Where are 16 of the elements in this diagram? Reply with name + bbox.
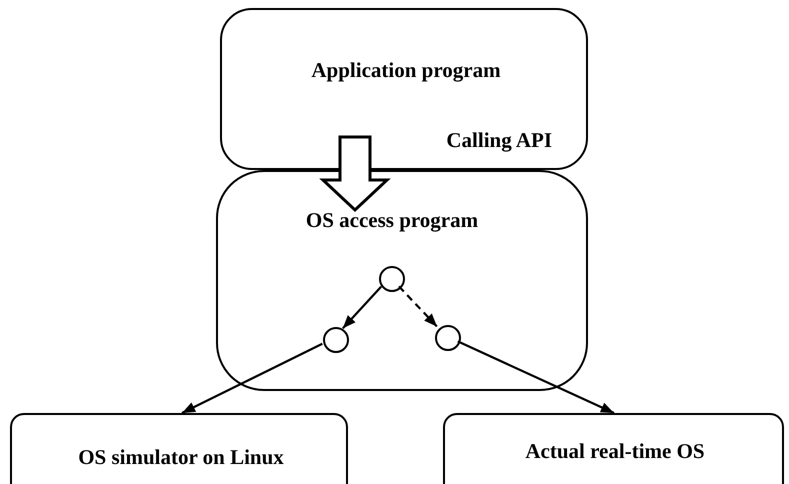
arrow: [182, 342, 323, 414]
junction-circle: [379, 266, 405, 292]
box-title: Actual real-time OS: [525, 439, 705, 464]
box-label: Calling API: [446, 128, 552, 154]
rounded-box: [443, 413, 784, 484]
rounded-box: [216, 170, 588, 391]
arrow: [457, 340, 614, 414]
arrow: [398, 286, 438, 328]
arrow: [342, 286, 382, 330]
box-title: OS simulator on Linux: [78, 445, 284, 470]
rounded-box: [10, 413, 348, 484]
block-arrow: [319, 136, 391, 212]
box-title: OS access program: [306, 208, 478, 234]
junction-circle: [323, 327, 349, 353]
junction-circle: [435, 325, 461, 351]
box-title: Application program: [311, 58, 501, 84]
